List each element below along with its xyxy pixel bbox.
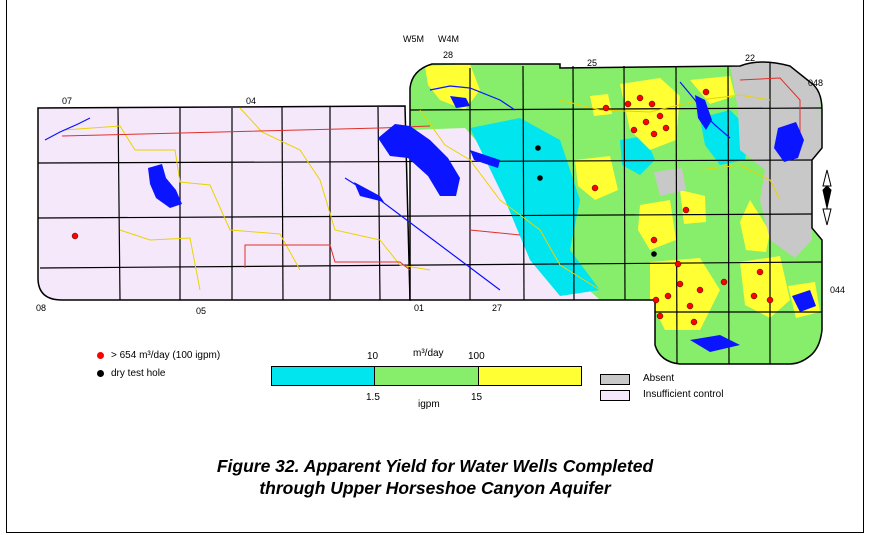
map-outline-east bbox=[409, 61, 823, 365]
range-label-25: 25 bbox=[587, 58, 598, 68]
township-label-048: 048 bbox=[808, 78, 824, 88]
scale-tick-15: 15 bbox=[471, 392, 483, 403]
lakes bbox=[148, 95, 816, 352]
county-boundaries bbox=[63, 94, 781, 291]
range-label-22: 22 bbox=[745, 53, 756, 63]
scale-tick-10: 10 bbox=[367, 351, 379, 362]
high-yield-legend-label: > 654 m³/day (100 igpm) bbox=[111, 350, 221, 361]
range-label-28: 28 bbox=[443, 50, 454, 60]
range-label-01: 01 bbox=[414, 303, 425, 313]
figure-title-line-2: through Upper Horseshoe Canyon Aquifer bbox=[259, 478, 611, 498]
insufficient-control-region bbox=[37, 105, 411, 301]
high-yield-wells bbox=[71, 88, 774, 326]
scale-unit-igpm: igpm bbox=[418, 399, 440, 410]
high-yield-zone-5 bbox=[638, 200, 676, 250]
township-label-044: 044 bbox=[830, 285, 846, 295]
range-label-05: 05 bbox=[196, 306, 207, 316]
scale-tick-1-5: 1.5 bbox=[366, 392, 380, 403]
north-arrow-icon bbox=[822, 169, 832, 226]
high-yield-zone-6 bbox=[680, 190, 706, 224]
scale-unit-m3-day: m³/day bbox=[413, 348, 444, 359]
dry-hole-legend-label: dry test hole bbox=[111, 368, 166, 379]
figure-frame bbox=[6, 0, 864, 533]
meridian-label-w5m: W5M bbox=[403, 34, 424, 44]
figure-title: Figure 32. Apparent Yield for Water Well… bbox=[0, 455, 870, 499]
low-yield-zone-1 bbox=[470, 118, 600, 296]
absent-zone-1 bbox=[730, 62, 822, 258]
moderate-yield-swatch bbox=[374, 366, 479, 386]
absent-legend-label: Absent bbox=[643, 373, 675, 384]
low-yield-swatch bbox=[271, 366, 375, 386]
high-yield-well-symbol bbox=[97, 352, 104, 359]
dry-test-holes bbox=[535, 145, 657, 257]
high-yield-zone-4 bbox=[575, 156, 618, 200]
low-yield-zone-2 bbox=[700, 110, 750, 165]
high-yield-swatch bbox=[478, 366, 582, 386]
municipal-boundaries bbox=[61, 77, 801, 271]
scale-tick-100: 100 bbox=[468, 351, 485, 362]
range-label-27: 27 bbox=[492, 303, 503, 313]
township-grid bbox=[37, 62, 823, 365]
absent-swatch bbox=[600, 374, 630, 385]
figure-title-line-1: Figure 32. Apparent Yield for Water Well… bbox=[216, 456, 654, 476]
high-yield-zone-10 bbox=[740, 200, 770, 252]
insufficient-control-swatch bbox=[600, 390, 630, 401]
range-label-04: 04 bbox=[246, 96, 257, 106]
range-label-08: 08 bbox=[36, 303, 47, 313]
range-label-07: 07 bbox=[62, 96, 73, 106]
absent-zone-2 bbox=[654, 168, 686, 196]
insufficient-control-legend-label: Insufficient control bbox=[643, 389, 724, 400]
high-yield-zone-8 bbox=[740, 256, 790, 318]
meridian-label-w4m: W4M bbox=[438, 34, 459, 44]
dry-hole-symbol bbox=[97, 370, 104, 377]
